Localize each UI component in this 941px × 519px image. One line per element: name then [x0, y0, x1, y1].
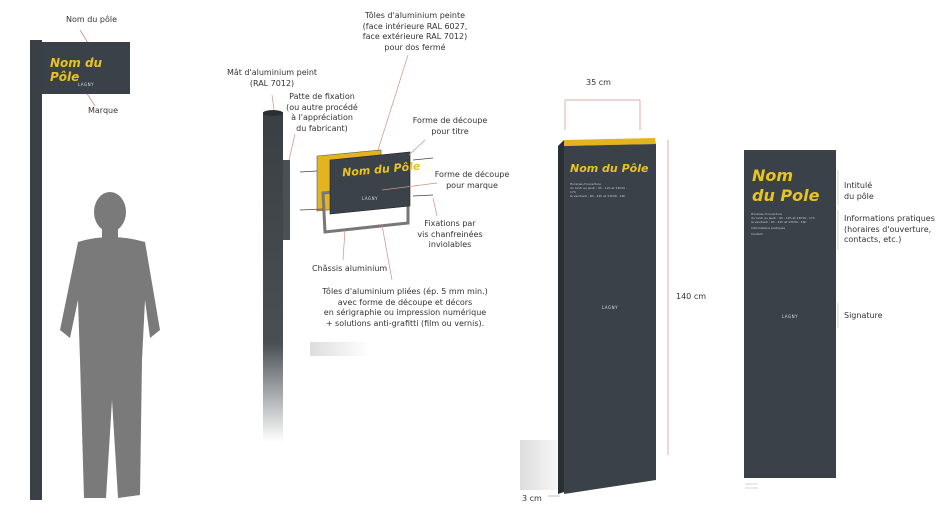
label-line: vis chanfreinées — [417, 229, 483, 239]
totem-front-info: Horaires d'ouverture du lundi au jeudi :… — [751, 212, 831, 236]
label-line: du pôle — [844, 191, 874, 201]
totem-front-logo: LAGNY — [781, 314, 799, 319]
label-line: Forme de découpe — [412, 116, 488, 125]
label-line: pour titre — [431, 126, 469, 136]
label-line: à l'appréciation — [291, 113, 353, 122]
label-line: pour dos fermé — [384, 42, 446, 52]
left-sign-logo: LAGNY — [77, 82, 95, 87]
info-line: Horaires d'ouverture — [570, 182, 601, 186]
label-line: Mât d'aluminium peint — [226, 68, 318, 77]
label-mat: Mât d'aluminium peint(RAL 7012) — [222, 68, 322, 89]
label-line: Forme de découpe — [434, 170, 510, 179]
person-silhouette — [60, 192, 160, 498]
label-line: contacts, etc.) — [844, 235, 902, 244]
label-marque: Marque — [88, 106, 119, 115]
label-line: avec forme de découpe et décors — [337, 297, 473, 307]
dimension-depth: 3 cm — [522, 494, 542, 503]
label-signature: Signature — [844, 311, 883, 320]
label-line: inviolables — [428, 240, 472, 249]
exploded-sign-logo: LAGNY — [361, 196, 379, 201]
label-line: du fabricant) — [296, 123, 348, 133]
label-line: Fixations par — [424, 219, 476, 228]
label-line: pour marque — [446, 180, 498, 190]
label-line: en sérigraphie ou impression numérique — [323, 308, 487, 317]
totem-3d-logo: LAGNY — [601, 305, 619, 310]
title-line: du Pole — [752, 186, 820, 205]
label-line: (horaires d'ouverture, — [844, 224, 932, 234]
totem-front-title: Nom du Pole — [752, 166, 819, 206]
label-line: Tôles d'aluminium peinte — [364, 11, 466, 20]
dimension-height: 140 cm — [676, 292, 707, 301]
totem-front-body — [744, 150, 836, 478]
label-line: (ou autre procédé — [286, 102, 358, 112]
label-line: Tôles d'aluminium pliées (ép. 5 mm min.) — [322, 287, 488, 296]
info-line: du lundi au jeudi : 9h - 12h et 13h30 - … — [751, 216, 815, 220]
left-sign: Nom du Pôle LAGNY — [42, 42, 130, 94]
dimension-width: 35 cm — [586, 78, 611, 87]
label-line: Patte de fixation — [289, 92, 355, 101]
info-line: Contact — [751, 232, 763, 236]
label-line: Informations pratiques — [844, 214, 935, 223]
left-sign-title: Nom du Pôle — [50, 56, 103, 84]
label-line: + solutions anti-grafitti (film ou verni… — [325, 318, 485, 328]
pole-middle — [263, 112, 283, 442]
info-line: Informations pratiques — [751, 226, 786, 230]
label-line: face extérieure RAL 7012) — [362, 32, 468, 41]
label-line: Intitulé — [844, 181, 873, 190]
label-toles-peintes: Tôles d'aluminium peinte(face intérieure… — [360, 11, 470, 53]
label-toles-pliees: Tôles d'aluminium pliées (ép. 5 mm min.)… — [320, 287, 490, 329]
label-informations: Informations pratiques(horaires d'ouvert… — [844, 214, 935, 246]
totem-3d-title: Nom du Pôle — [570, 162, 649, 175]
label-chassis: Châssis aluminium — [312, 264, 388, 273]
pole-left — [30, 40, 42, 500]
label-line: (face intérieure RAL 6027, — [362, 21, 468, 31]
info-line: le vendredi : 9h - 12h et 13h30 - 16h — [570, 194, 626, 198]
totem-side — [558, 140, 564, 494]
info-line: le vendredi : 9h - 12h et 13h30 - 16h — [751, 220, 807, 224]
label-nom-du-pole: Nom du pôle — [66, 15, 118, 24]
info-line: Horaires d'ouverture — [751, 212, 782, 216]
label-line: (RAL 7012) — [249, 78, 295, 88]
info-line: du lundi au jeudi : 9h - 12h et 13h30 - … — [570, 186, 628, 194]
totem-3d-body — [564, 144, 656, 494]
title-line: Nom — [752, 166, 794, 185]
